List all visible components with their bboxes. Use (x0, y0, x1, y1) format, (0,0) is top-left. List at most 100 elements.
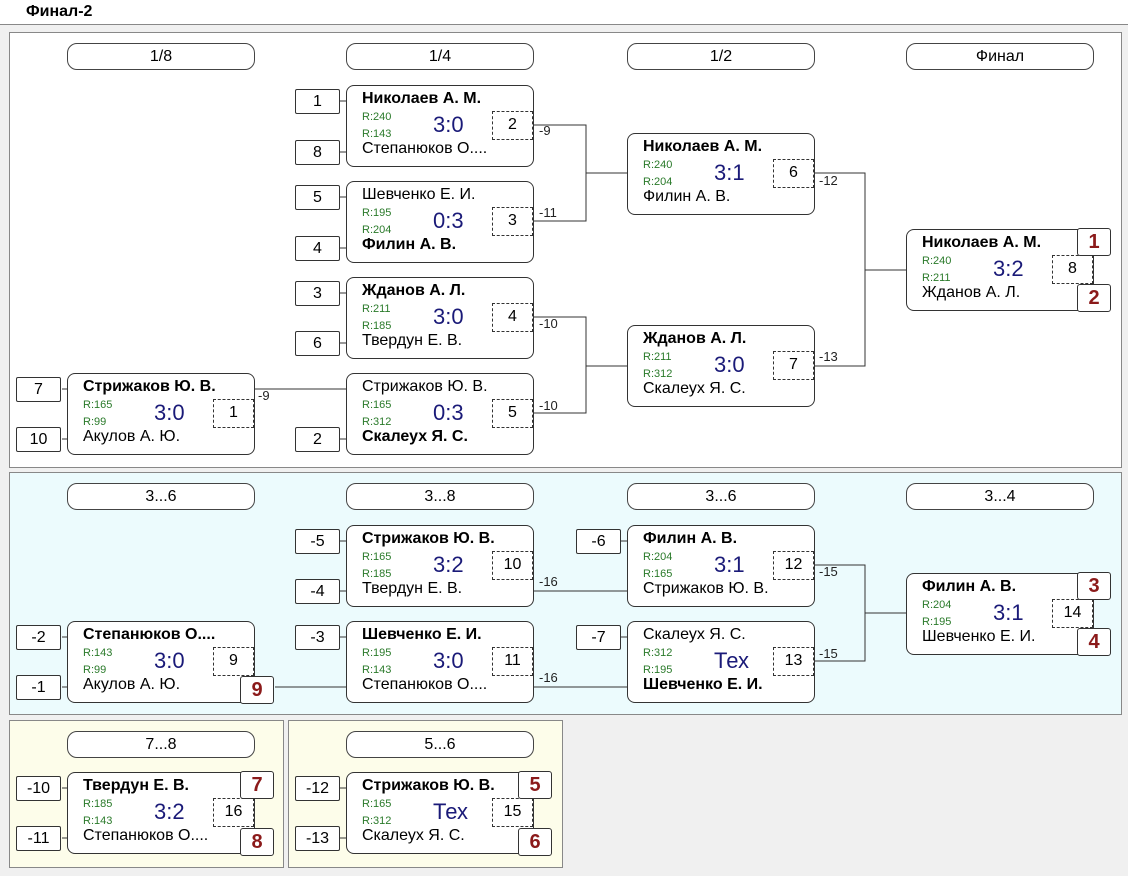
match-number: 10 (492, 551, 533, 580)
match-number: 5 (492, 399, 533, 428)
seed-box: 8 (295, 140, 340, 165)
match-number: 4 (492, 303, 533, 332)
round-header: Финал (906, 43, 1094, 70)
player-1-name: Николаев А. М. (922, 234, 1042, 251)
title-bar: Финал-2 (0, 0, 1128, 25)
round-header: 7...8 (67, 731, 255, 758)
player-1-rating: R:204 (643, 551, 673, 563)
round-header: 1/8 (67, 43, 255, 70)
player-1-name: Степанюков О.... (83, 626, 216, 643)
player-1-rating: R:240 (922, 255, 952, 267)
player-2-rating: R:312 (362, 416, 392, 428)
player-1-name: Николаев А. М. (643, 138, 763, 155)
match-score: 3:1 (993, 600, 1024, 625)
player-1-name: Стрижаков Ю. В. (362, 530, 495, 547)
player-2-name: Филин А. В. (643, 188, 731, 205)
player-2-name: Скалеух Я. С. (362, 428, 468, 445)
seed-box: -11 (16, 826, 61, 851)
match-score: 3:2 (154, 799, 185, 824)
match-number: 2 (492, 111, 533, 140)
player-1-rating: R:165 (362, 551, 392, 563)
match-number: 16 (213, 798, 254, 827)
player-1-rating: R:165 (362, 798, 392, 810)
seed-box: -7 (576, 625, 621, 650)
player-1-name: Шевченко Е. И. (362, 626, 482, 643)
match-score: 3:2 (433, 552, 464, 577)
player-2-name: Акулов А. Ю. (83, 676, 181, 693)
player-2-rating: R:312 (643, 368, 673, 380)
player-1-rating: R:143 (83, 647, 113, 659)
match-number: 1 (213, 399, 254, 428)
player-1-name: Стрижаков Ю. В. (362, 378, 488, 395)
player-2-name: Степанюков О.... (362, 140, 488, 157)
place-badge: 2 (1077, 284, 1111, 312)
player-1-rating: R:211 (643, 351, 672, 363)
match-number: 15 (492, 798, 533, 827)
player-2-rating: R:185 (362, 320, 392, 332)
match-score: 3:0 (154, 400, 185, 425)
player-1-name: Николаев А. М. (362, 90, 482, 107)
seed-box: -6 (576, 529, 621, 554)
match-score: Тех (433, 799, 468, 824)
player-2-name: Жданов А. Л. (922, 284, 1021, 301)
place-badge: 4 (1077, 628, 1111, 656)
player-2-name: Степанюков О.... (83, 827, 209, 844)
player-2-rating: R:165 (643, 568, 673, 580)
match-number: 11 (492, 647, 533, 676)
player-1-name: Стрижаков Ю. В. (83, 378, 216, 395)
player-1-name: Жданов А. Л. (362, 282, 466, 299)
seed-box: -3 (295, 625, 340, 650)
seed-box: 6 (295, 331, 340, 356)
match-number: 13 (773, 647, 814, 676)
seed-box: 10 (16, 427, 61, 452)
player-1-rating: R:195 (362, 207, 392, 219)
match-score: 3:0 (154, 648, 185, 673)
player-2-name: Акулов А. Ю. (83, 428, 181, 445)
match-number: 3 (492, 207, 533, 236)
player-2-rating: R:99 (83, 416, 107, 428)
place-badge: 7 (240, 771, 274, 799)
match-score: 3:0 (433, 112, 464, 137)
player-2-rating: R:195 (922, 616, 952, 628)
seed-box: -2 (16, 625, 61, 650)
player-1-rating: R:240 (362, 111, 392, 123)
seed-box: 4 (295, 236, 340, 261)
match-number: 12 (773, 551, 814, 580)
round-header: 1/4 (346, 43, 534, 70)
match-number: 9 (213, 647, 254, 676)
match-number: 6 (773, 159, 814, 188)
match-score: Тех (714, 648, 749, 673)
match-number: 7 (773, 351, 814, 380)
player-2-rating: R:211 (922, 272, 951, 284)
player-2-name: Твердун Е. В. (362, 332, 463, 349)
seed-box: 1 (295, 89, 340, 114)
player-1-name: Филин А. В. (643, 530, 738, 547)
player-2-rating: R:99 (83, 664, 107, 676)
match-score: 3:0 (433, 648, 464, 673)
seed-box: -5 (295, 529, 340, 554)
player-1-rating: R:312 (643, 647, 673, 659)
seed-box: -12 (295, 776, 340, 801)
player-1-name: Филин А. В. (922, 578, 1017, 595)
player-2-rating: R:204 (362, 224, 392, 236)
seed-box: -10 (16, 776, 61, 801)
seed-box: -1 (16, 675, 61, 700)
seed-box: -13 (295, 826, 340, 851)
player-2-name: Степанюков О.... (362, 676, 488, 693)
